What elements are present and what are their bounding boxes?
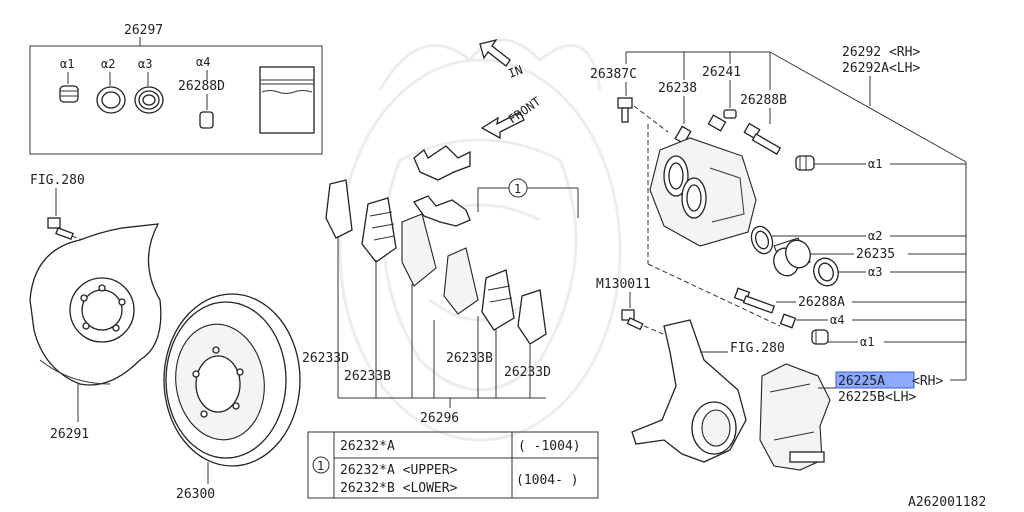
26225A-label: 26225A <box>838 374 885 389</box>
steering-knuckle <box>631 319 747 463</box>
boot-a3-assembly <box>813 257 839 287</box>
a1-bottom-label: α1 <box>860 335 874 349</box>
shim-26233D-right <box>517 289 547 345</box>
knuckle-support: M130011 FIG.280 26225A <RH> 26225B<LH> <box>596 277 943 471</box>
callout-number: 1 <box>514 182 521 196</box>
boot-a3 <box>134 86 164 114</box>
pad-table: 1 26232*A ( -1004) 26232*A <UPPER> 26232… <box>307 431 599 499</box>
26235-label: 26235 <box>856 247 895 262</box>
boot-a1-bottom <box>811 329 829 345</box>
26288B-label: 26288B <box>740 93 787 108</box>
26225A-rh-suffix: <RH> <box>912 374 943 389</box>
a1-top-label: α1 <box>868 157 882 171</box>
pad-clip-lower <box>413 195 471 227</box>
shim-26233D-left <box>325 179 353 239</box>
dust-shield-26291: FIG.280 26291 <box>29 173 162 442</box>
kit-a2-label: α2 <box>101 57 115 71</box>
26233B-left-label: 26233B <box>344 369 391 384</box>
watermark-emblem <box>338 38 622 442</box>
cap-26241 <box>707 109 737 132</box>
26225A-highlight <box>835 371 915 389</box>
figure-code: A262001182 <box>908 495 986 510</box>
fig280-shield-label: FIG.280 <box>30 173 85 188</box>
kit-a1-label: α1 <box>60 57 74 71</box>
26225B-lh-label: 26225B<LH> <box>838 390 916 405</box>
bushing-a4 <box>199 111 214 129</box>
kit-label: 26297 <box>124 23 163 38</box>
in-label: IN <box>506 63 524 81</box>
26292A-lh-label: 26292A<LH> <box>842 61 920 76</box>
pad-left <box>401 213 437 287</box>
26241-label: 26241 <box>702 65 741 80</box>
pin-26288B <box>743 122 782 155</box>
pin-26288A <box>733 287 776 314</box>
kit-a4-label: α4 <box>196 55 210 69</box>
26300-label: 26300 <box>176 487 215 502</box>
shim-26233B-left <box>361 197 397 263</box>
m130011-label: M130011 <box>596 277 651 292</box>
a4-label: α4 <box>830 313 844 327</box>
fig280-knuckle-label: FIG.280 <box>730 341 785 356</box>
table-row2-part-line1: 26232*A <UPPER> <box>340 463 458 478</box>
table-circle: 1 <box>317 459 324 473</box>
shim-26233B-right <box>481 269 515 331</box>
26238-label: 26238 <box>658 81 697 96</box>
bleeder-26238 <box>674 125 692 145</box>
pad-right <box>443 247 479 315</box>
26387C-label: 26387C <box>590 67 637 82</box>
a2-label: α2 <box>868 229 882 243</box>
shield-bolt <box>47 217 74 240</box>
pad-clip-upper <box>413 145 471 181</box>
26291-label: 26291 <box>50 427 89 442</box>
table-row2-part-line2: 26232*B <LOWER> <box>340 481 458 496</box>
brake-pads-shims: 1 26233D 26233B 26233B 26233D <box>302 145 579 426</box>
kit-a3-label: α3 <box>138 57 152 71</box>
piston-26235 <box>773 237 811 277</box>
caliper-assembly: 26387C 26241 26238 26288B 26292 <RH> 262… <box>590 45 967 381</box>
bushing-a4-assembly <box>779 313 797 329</box>
kit-26288D-label: 26288D <box>178 79 225 94</box>
boot-a1 <box>59 85 79 103</box>
grease-packet <box>259 66 315 134</box>
caliper-body-26292 <box>649 137 757 247</box>
front-label: FRONT <box>506 94 544 126</box>
26233B-right-label: 26233B <box>446 351 493 366</box>
table-row1-range: ( -1004) <box>518 439 581 454</box>
direction-in: IN <box>479 38 525 81</box>
caliper-support-26225 <box>759 363 831 471</box>
seal-a2-assembly <box>750 225 774 255</box>
26233D-left-label: 26233D <box>302 351 349 366</box>
bolt-26387C <box>617 97 633 123</box>
kit-26297: 26297 α1 α2 α3 α4 26288D <box>29 23 323 155</box>
boot-a1-top <box>795 155 815 171</box>
table-row2-range: (1004- ) <box>516 473 579 488</box>
26233D-right-label: 26233D <box>504 365 551 380</box>
direction-front: FRONT <box>480 94 544 140</box>
a3-label: α3 <box>868 265 882 279</box>
26292-rh-label: 26292 <RH> <box>842 45 920 60</box>
rotor-26300: 26300 <box>163 293 301 502</box>
26288A-label: 26288A <box>798 295 845 310</box>
bolt-m130011 <box>621 309 644 331</box>
26296-label: 26296 <box>420 411 459 426</box>
seal-a2 <box>96 86 126 114</box>
table-row1-part: 26232*A <box>340 439 395 454</box>
